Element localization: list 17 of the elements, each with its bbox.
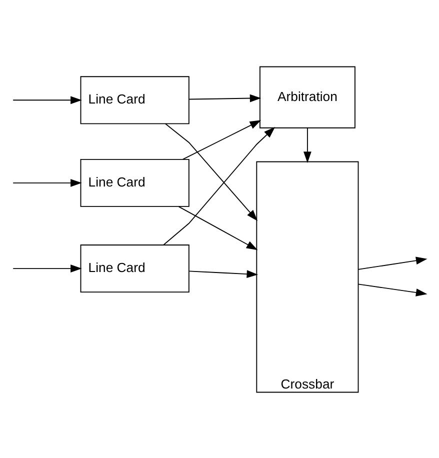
arrow (12, 264, 82, 272)
arrow (178, 206, 258, 250)
node-box: Arbitration (259, 66, 356, 128)
arrow (12, 178, 82, 186)
arrow (12, 96, 82, 104)
node-box: Line Card (80, 158, 190, 206)
arrow (182, 120, 262, 160)
arrow (188, 94, 262, 102)
node-box: Line Card (80, 76, 190, 124)
arrow (188, 270, 258, 278)
node-box: Crossbar (256, 160, 359, 392)
arrow (358, 256, 428, 270)
arrow (304, 127, 312, 162)
arrow (358, 283, 428, 296)
node-box: Line Card (80, 244, 190, 292)
arrow (163, 126, 276, 245)
arrow (165, 122, 258, 221)
